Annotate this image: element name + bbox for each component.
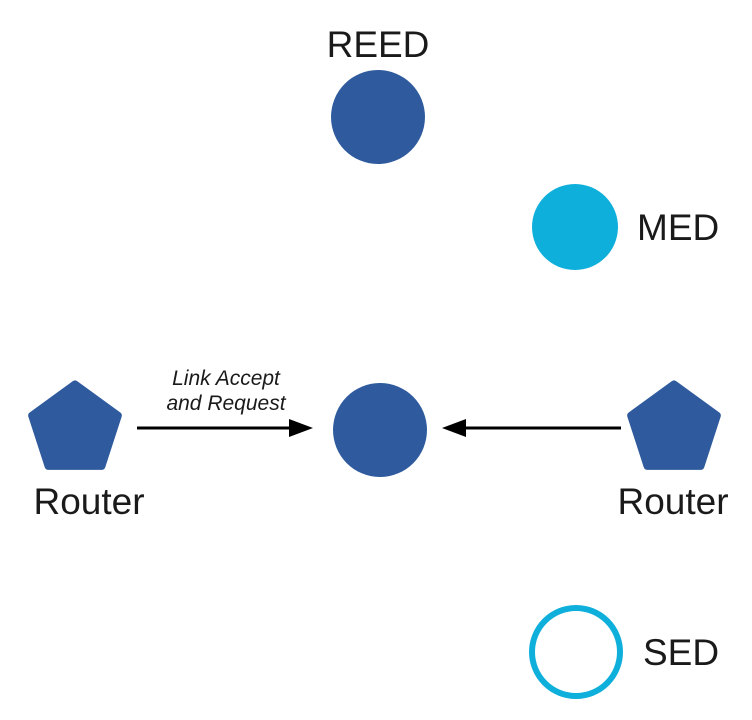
med-label: MED [637,207,719,248]
sed-node-circle [529,605,623,699]
reed-node-circle [331,70,425,164]
med-node-circle [532,184,618,270]
sed-label: SED [643,632,719,673]
arrow-left-to-center-head [289,419,313,437]
edge-label-line2: and Request [166,392,286,415]
center-node-circle [333,383,427,477]
router-right-label: Router [617,481,728,522]
router-left-pentagon [28,380,122,470]
arrow-right-to-center-head [442,419,466,437]
edge-label-line1: Link Accept [172,367,281,390]
router-right-pentagon [627,380,721,470]
reed-label: REED [327,24,430,65]
router-left-label: Router [33,481,144,522]
